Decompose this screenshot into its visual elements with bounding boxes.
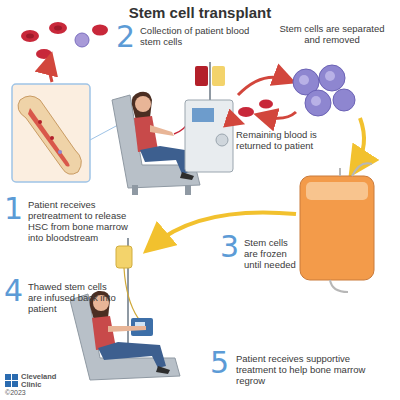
step-text: Patient receives pretreatment to release… bbox=[28, 200, 132, 244]
copyright-note: ©2023 bbox=[5, 389, 55, 397]
iv-bag bbox=[116, 246, 132, 268]
red-cell-center bbox=[26, 34, 34, 39]
step-text: Collection of patient blood stem cells bbox=[140, 26, 250, 48]
logo-square bbox=[12, 381, 18, 387]
bag-body bbox=[300, 176, 374, 280]
bone-callout bbox=[12, 84, 90, 182]
callout-number: 5 bbox=[210, 348, 234, 378]
stem-cell-nucleus bbox=[299, 75, 309, 85]
arm bbox=[108, 326, 146, 332]
chair-leg bbox=[132, 185, 138, 195]
step-text: Stem cells are frozen until needed bbox=[244, 238, 304, 271]
bag-tubing bbox=[330, 280, 348, 292]
arm bbox=[150, 125, 174, 136]
shoe bbox=[180, 172, 194, 180]
frozen-bag bbox=[300, 163, 374, 292]
stem-cell-nucleus bbox=[325, 71, 335, 81]
red-cells-returned bbox=[238, 100, 273, 118]
logo-mark bbox=[5, 374, 18, 387]
freeze-arrow bbox=[355, 118, 364, 168]
jeans bbox=[98, 342, 166, 368]
marrow-cell bbox=[50, 136, 54, 140]
hair bbox=[132, 92, 152, 120]
shirt bbox=[134, 116, 158, 152]
stem-cell bbox=[319, 65, 345, 91]
callout-number: 1 bbox=[4, 194, 28, 224]
process-note: Stem cells are separated and removed bbox=[276, 24, 388, 46]
diagram-title: Stem cell transplant bbox=[0, 4, 400, 21]
logo-square bbox=[12, 374, 18, 380]
red-cell bbox=[36, 49, 52, 59]
red-cell bbox=[49, 22, 67, 34]
callout-number: 3 bbox=[220, 232, 244, 262]
blood-bag bbox=[195, 66, 208, 86]
bone-shaft bbox=[18, 96, 81, 174]
logo-square bbox=[5, 381, 11, 387]
step-text: Thawed stem cells are infused back into … bbox=[28, 282, 118, 315]
chair-leg bbox=[185, 185, 191, 195]
bag-pole bbox=[209, 62, 211, 100]
stem-cell bbox=[333, 89, 355, 111]
stem-cell bbox=[305, 90, 331, 116]
logo-square bbox=[5, 374, 11, 380]
stem-cell bbox=[75, 33, 89, 47]
release-arrow bbox=[49, 60, 52, 82]
red-cell bbox=[238, 107, 254, 117]
red-cells-top bbox=[21, 22, 108, 59]
bag-tubing bbox=[340, 163, 372, 176]
logo-text: Cleveland Clinic bbox=[21, 373, 67, 389]
jeans bbox=[140, 146, 190, 174]
chair bbox=[70, 294, 180, 380]
machine-screen bbox=[192, 108, 214, 122]
red-cell-center bbox=[54, 26, 62, 31]
callout-number: 2 bbox=[116, 22, 140, 52]
plasma-bag bbox=[212, 66, 225, 86]
red-cell bbox=[21, 30, 39, 42]
callout-number: 4 bbox=[4, 276, 28, 306]
leader-line bbox=[90, 125, 118, 140]
red-cell bbox=[92, 25, 108, 36]
stem-cell-cluster bbox=[293, 65, 355, 116]
step-text: Patient receives supportive treatment to… bbox=[236, 354, 386, 387]
apheresis-machine bbox=[185, 100, 233, 172]
stem-cell-nucleus bbox=[311, 96, 321, 106]
process-note: Remaining blood is returned to patient bbox=[236, 130, 336, 152]
bone-marrow bbox=[28, 108, 70, 167]
head bbox=[135, 96, 151, 112]
bag-highlight bbox=[306, 182, 368, 200]
return-arrow bbox=[262, 112, 296, 118]
shoe bbox=[156, 366, 170, 374]
separation-arrow bbox=[238, 77, 288, 95]
callout-frame bbox=[12, 84, 90, 182]
patient-collection bbox=[112, 62, 233, 195]
red-cell bbox=[259, 100, 273, 109]
machine-rotor bbox=[216, 134, 228, 146]
patient-infusion bbox=[70, 238, 180, 380]
marrow-cell bbox=[38, 120, 42, 124]
iv-line bbox=[124, 268, 150, 322]
return-arrow-tip bbox=[226, 118, 238, 122]
marrow-cell bbox=[58, 150, 62, 154]
